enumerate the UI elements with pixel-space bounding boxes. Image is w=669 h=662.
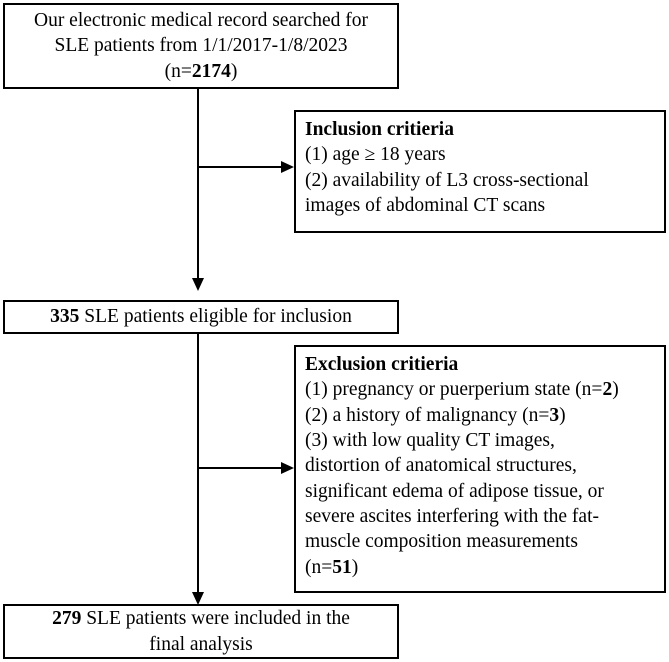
inclusion-title: Inclusion critieria <box>305 119 454 140</box>
arrow-right-icon <box>281 462 294 474</box>
source-count-value: 2174 <box>191 60 231 82</box>
box-exclusion-criteria: Exclusion critieria (1) pregnancy or pue… <box>294 345 666 593</box>
connector-branch-to-exclusion <box>197 467 287 469</box>
source-line-1: Our electronic medical record searched f… <box>33 9 369 31</box>
exclusion-item-1-text: (1) pregnancy or puerperium state (n= <box>305 379 603 401</box>
box-inclusion-criteria: Inclusion critieria (1) age ≥ 18 years (… <box>294 110 666 233</box>
arrow-down-icon <box>192 278 204 291</box>
arrow-down-icon <box>192 592 204 605</box>
connector-branch-to-inclusion <box>197 166 287 168</box>
exclusion-item-2-count: 3 <box>549 404 560 426</box>
exclusion-item-1-suffix: ) <box>612 379 619 401</box>
arrow-right-icon <box>281 161 294 173</box>
source-count-prefix: (n= <box>164 60 192 82</box>
eligible-text: SLE patients eligible for inclusion <box>79 306 352 328</box>
box-final-cohort: 279 SLE patients were included in the fi… <box>3 604 399 659</box>
exclusion-item-3-line-4: severe ascites interfering with the fat- <box>305 506 599 528</box>
exclusion-item-3-count-suffix: ) <box>351 556 359 578</box>
eligible-count: 335 <box>50 306 80 328</box>
exclusion-item-3-line-3: significant edema of adipose tissue, or <box>305 480 604 502</box>
final-count: 279 <box>52 608 82 630</box>
inclusion-item-2-line-1: (2) availability of L3 cross-sectional <box>305 169 589 191</box>
inclusion-item-1: (1) age ≥ 18 years <box>305 144 446 166</box>
source-line-2: SLE patients from 1/1/2017-1/8/2023 <box>54 35 348 57</box>
box-source-cohort: Our electronic medical record searched f… <box>3 3 399 89</box>
exclusion-item-3-line-1: (3) with low quality CT images, <box>305 430 555 452</box>
connector-eligible-to-final <box>197 334 199 596</box>
exclusion-item-2: (2) a history of malignancy (n=3) <box>305 403 656 428</box>
box-eligible-cohort: 335 SLE patients eligible for inclusion <box>3 300 399 334</box>
exclusion-item-1: (1) pregnancy or puerperium state (n=2) <box>305 377 656 402</box>
exclusion-item-3-line-5: muscle composition measurements <box>305 531 578 553</box>
final-line-2: final analysis <box>149 633 253 655</box>
connector-source-to-eligible <box>197 89 199 279</box>
exclusion-item-2-text: (2) a history of malignancy (n= <box>305 404 550 426</box>
exclusion-item-3-count-value: 51 <box>332 556 352 578</box>
exclusion-item-3-count-prefix: (n= <box>305 556 333 578</box>
exclusion-item-3-line-2: distortion of anatomical structures, <box>305 455 577 477</box>
exclusion-item-1-count: 2 <box>602 379 613 401</box>
exclusion-item-3-count: (n=51) <box>305 555 656 580</box>
exclusion-title: Exclusion critieria <box>305 354 459 375</box>
exclusion-item-2-suffix: ) <box>559 404 566 426</box>
inclusion-item-2-line-2: images of abdominal CT scans <box>305 195 546 217</box>
final-line-1: SLE patients were included in the <box>81 608 350 630</box>
source-count-suffix: ) <box>230 60 238 82</box>
